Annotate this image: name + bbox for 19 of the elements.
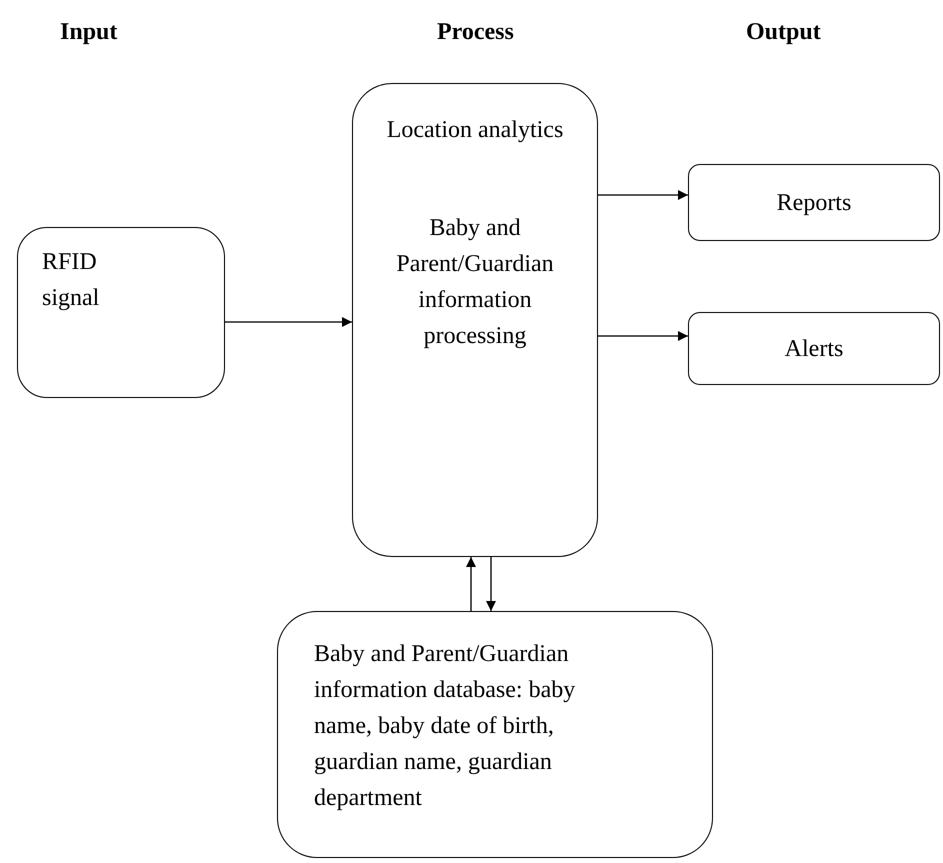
box-text: RFID signal bbox=[42, 248, 100, 313]
arrow bbox=[598, 331, 688, 341]
process-box bbox=[352, 83, 598, 557]
column-heading: Process bbox=[437, 18, 514, 47]
arrow bbox=[466, 557, 476, 611]
arrow bbox=[598, 190, 688, 200]
process-box bbox=[688, 312, 940, 385]
box-text: Baby and Parent/Guardian information processing bbox=[395, 214, 555, 351]
box-text: Location analytics bbox=[386, 116, 564, 145]
column-heading: Input bbox=[60, 18, 118, 47]
process-box bbox=[17, 227, 225, 398]
column-heading: Output bbox=[746, 18, 821, 47]
box-text: Alerts bbox=[784, 334, 844, 364]
box-text: Baby and Parent/Guardian information database: baby name, baby date of birth, guardian name, guardian department bbox=[314, 640, 576, 813]
process-box bbox=[688, 164, 940, 241]
box-text: Reports bbox=[776, 188, 852, 218]
arrow bbox=[225, 317, 352, 327]
arrow bbox=[486, 557, 496, 611]
process-box bbox=[277, 611, 713, 858]
